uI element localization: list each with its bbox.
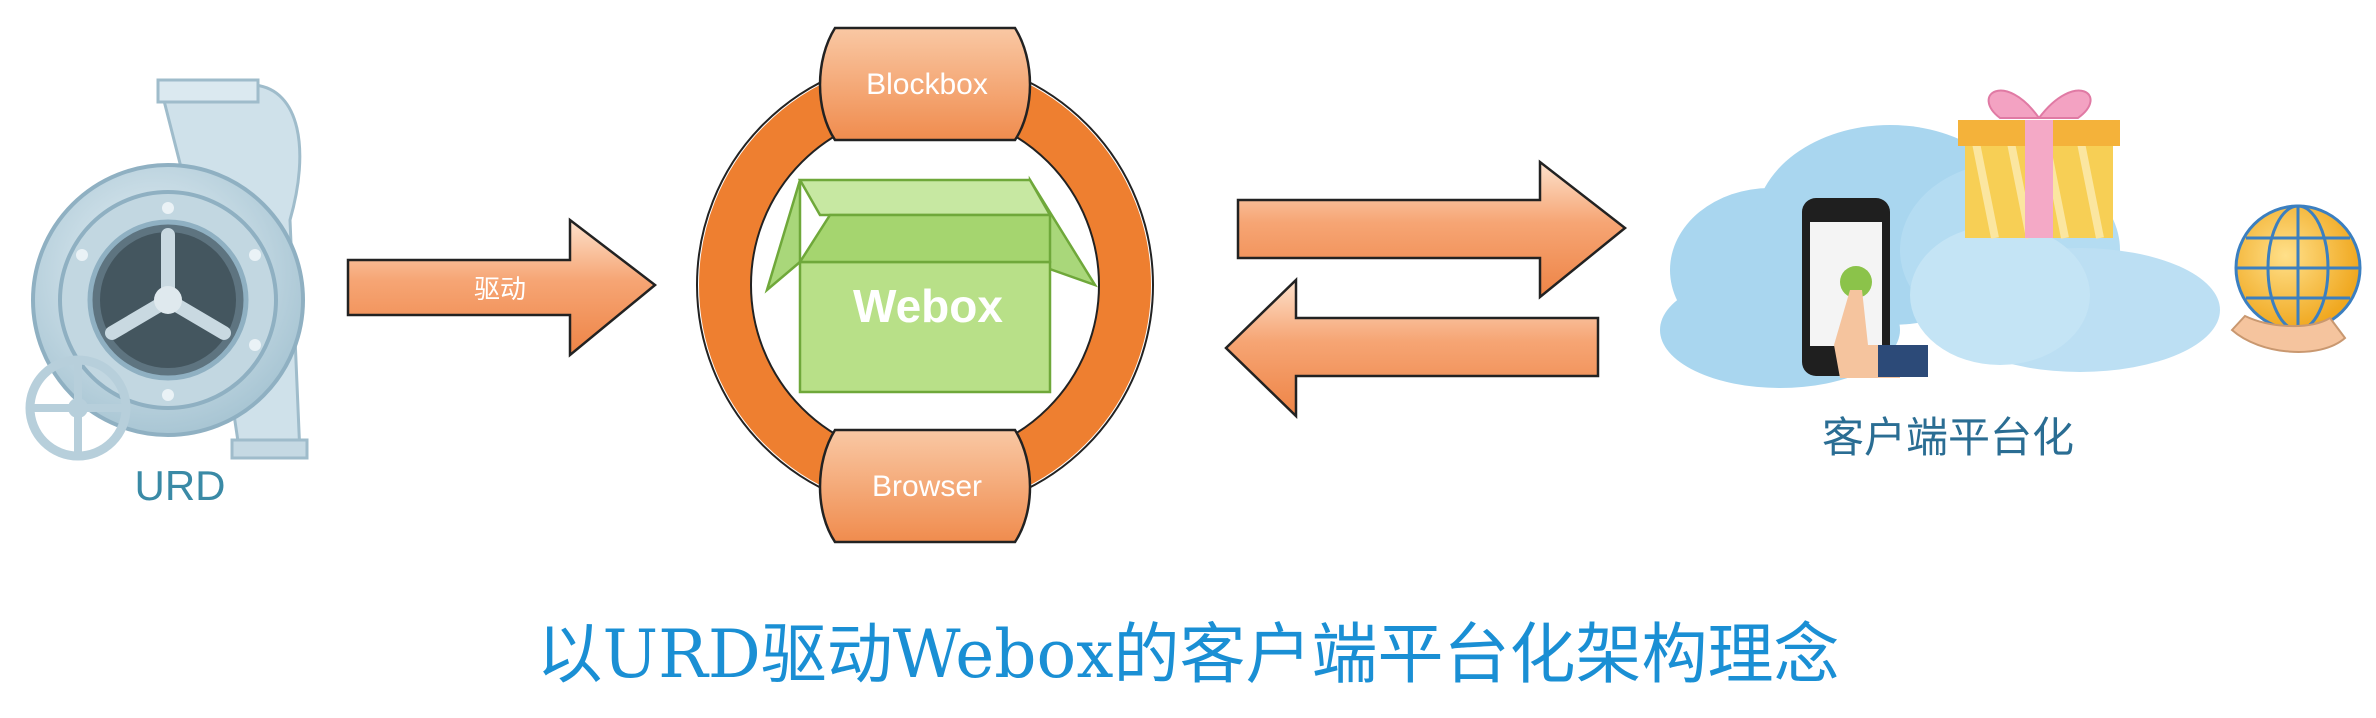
urd-blower-icon — [25, 78, 309, 461]
drive-label: 驱动 — [474, 274, 526, 304]
webox-box-icon — [764, 175, 1098, 394]
right-arrow — [1236, 159, 1628, 300]
globe-icon — [2230, 204, 2362, 353]
cloud-platform-icon — [1660, 125, 2220, 388]
urd-label: URD — [135, 462, 226, 509]
diagram-caption: 以URD驱动Webox的客户端平台化架构理念 — [536, 616, 1840, 693]
gift-box-icon — [1958, 89, 2120, 239]
platform-label: 客户端平台化 — [1822, 413, 2074, 462]
blockbox-label: Blockbox — [866, 68, 988, 101]
browser-capsule — [818, 428, 1032, 544]
browser-label: Browser — [872, 470, 982, 503]
drive-arrow — [346, 217, 658, 358]
left-arrow — [1224, 277, 1600, 419]
phone-icon — [1802, 198, 1928, 378]
webox-label: Webox — [853, 280, 1003, 332]
blockbox-capsule — [818, 26, 1032, 142]
